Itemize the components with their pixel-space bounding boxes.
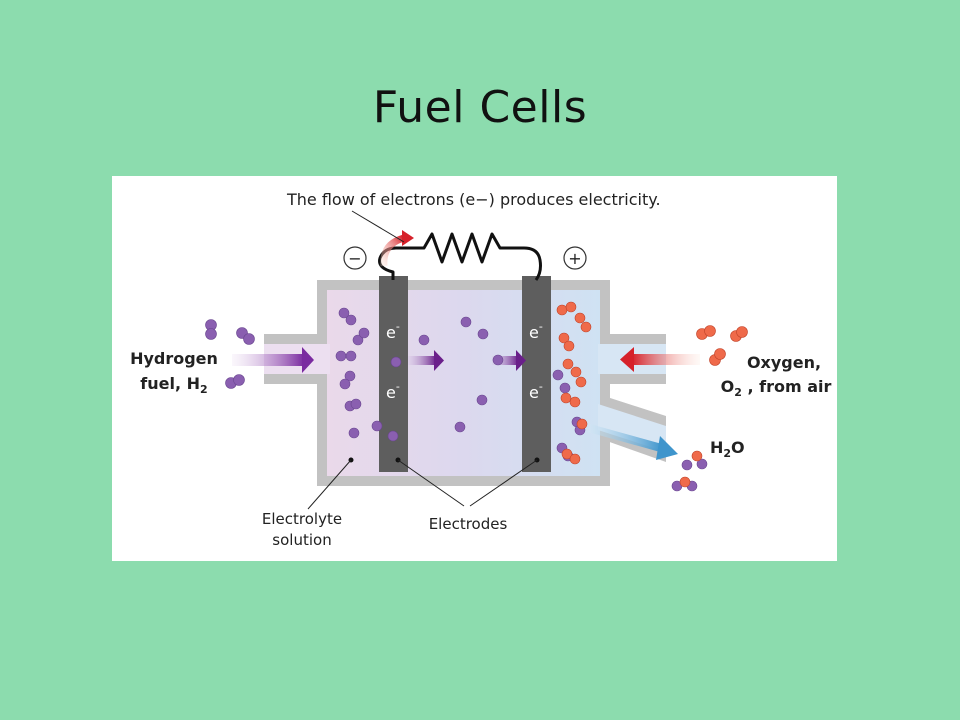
- oxygen-molecules: [556, 301, 748, 488]
- electron-label-anode-bottom: e-: [386, 380, 400, 402]
- electrodes-label: Electrodes: [429, 515, 508, 533]
- circuit-wire: [378, 232, 542, 281]
- top-caption: The flow of electrons (e−) produces elec…: [286, 190, 661, 209]
- fuel-cell-diagram: e- e- e- e- − + The flow of electrons (e…: [130, 190, 832, 549]
- oxygen-flow-arrow: [620, 347, 700, 372]
- pointer-lines: [307, 457, 540, 510]
- oxygen-label-line2: O2 , from air: [721, 377, 832, 399]
- electrolyte-label-line2: solution: [272, 531, 331, 549]
- water-flow-arrow: [588, 424, 678, 460]
- electron-label-cathode-bottom: e-: [529, 380, 543, 402]
- fuel-cell-figure: e- e- e- e- − + The flow of electrons (e…: [112, 176, 837, 561]
- oxygen-label-line1: Oxygen,: [747, 353, 821, 372]
- electron-arrow-anode: [408, 350, 444, 371]
- hydrogen-flow-arrow: [232, 347, 314, 373]
- slide-title: Fuel Cells: [372, 82, 588, 133]
- electron-label-cathode-top: e-: [529, 320, 543, 342]
- svg-text:−: −: [348, 249, 361, 268]
- cathode-electrode: [522, 276, 551, 472]
- hydrogen-label-line1: Hydrogen: [130, 349, 218, 368]
- caption-pointer-line: [351, 210, 405, 243]
- electron-label-anode-top: e-: [386, 320, 400, 342]
- electrolyte-label-line1: Electrolyte: [262, 510, 342, 528]
- hydrogen-label-line2: fuel, H2: [140, 374, 207, 396]
- electron-flow-curved-arrow: [380, 234, 406, 267]
- svg-text:+: +: [568, 249, 581, 268]
- negative-terminal: −: [343, 246, 367, 270]
- cell-housing: [264, 280, 666, 486]
- electron-arrow-cathode: [492, 350, 526, 371]
- positive-terminal: +: [563, 246, 587, 270]
- anode-electrode: [379, 276, 408, 472]
- water-label: H2O: [710, 438, 745, 460]
